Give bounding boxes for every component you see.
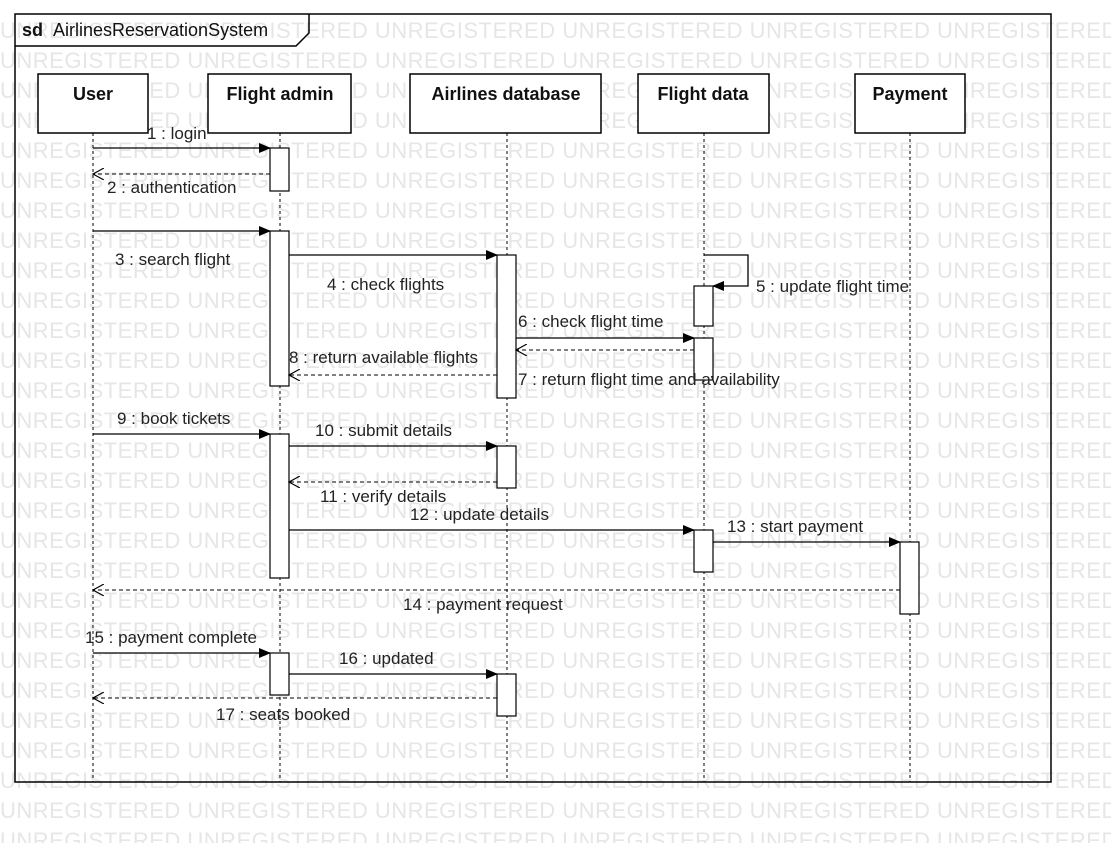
activation-bar bbox=[693, 529, 714, 573]
svg-text:6 : check flight time: 6 : check flight time bbox=[518, 312, 664, 331]
svg-text:7 : return flight time and ava: 7 : return flight time and availability bbox=[518, 370, 780, 389]
message-9: 9 : book tickets bbox=[93, 409, 271, 439]
message-6: 6 : check flight time bbox=[516, 312, 695, 343]
activation-bar bbox=[693, 285, 714, 327]
svg-text:1 : login: 1 : login bbox=[147, 124, 207, 143]
activation-bar bbox=[269, 652, 290, 696]
svg-text:2 : authentication: 2 : authentication bbox=[107, 178, 236, 197]
activation-bar bbox=[496, 445, 517, 489]
message-4: 4 : check flights bbox=[289, 250, 498, 294]
svg-text:10 : submit details: 10 : submit details bbox=[315, 421, 452, 440]
message-17: 17 : seats booked bbox=[93, 698, 497, 724]
message-8: 8 : return available flights bbox=[289, 348, 497, 375]
activation-bar bbox=[269, 147, 290, 192]
interaction-frame bbox=[14, 13, 1052, 783]
message-2: 2 : authentication bbox=[93, 174, 270, 197]
participant-flight-admin[interactable]: Flight admin bbox=[207, 73, 352, 134]
participant-user-label: User bbox=[73, 84, 113, 104]
activation-bar bbox=[899, 541, 920, 615]
frame-name: AirlinesReservationSystem bbox=[53, 20, 268, 40]
message-1: 1 : login bbox=[93, 124, 271, 153]
message-13: 13 : start payment bbox=[713, 517, 901, 547]
svg-text:14 : payment request: 14 : payment request bbox=[403, 595, 563, 614]
participant-user[interactable]: User bbox=[37, 73, 149, 134]
svg-text:3 : search flight: 3 : search flight bbox=[115, 250, 231, 269]
message-10: 10 : submit details bbox=[289, 421, 498, 451]
message-7: 7 : return flight time and availability bbox=[516, 350, 780, 389]
frame-keyword: sd bbox=[22, 20, 43, 40]
activation-bar bbox=[269, 230, 290, 387]
activation-bar bbox=[269, 433, 290, 579]
svg-text:15 : payment complete: 15 : payment complete bbox=[85, 628, 257, 647]
activation-bar bbox=[496, 673, 517, 717]
svg-text:13 : start payment: 13 : start payment bbox=[727, 517, 863, 536]
participant-flight-admin-label: Flight admin bbox=[227, 84, 334, 104]
svg-text:11 : verify details: 11 : verify details bbox=[320, 487, 446, 506]
message-14: 14 : payment request bbox=[93, 590, 900, 614]
participant-payment[interactable]: Payment bbox=[854, 73, 966, 134]
participant-flight-data[interactable]: Flight data bbox=[637, 73, 770, 134]
svg-text:12 : update details: 12 : update details bbox=[410, 505, 549, 524]
svg-text:5 : update flight time: 5 : update flight time bbox=[756, 277, 909, 296]
svg-text:8 : return available flights: 8 : return available flights bbox=[289, 348, 478, 367]
participant-flight-data-label: Flight data bbox=[658, 84, 750, 104]
message-16: 16 : updated bbox=[289, 649, 498, 679]
frame-tab bbox=[15, 14, 310, 47]
participant-airlines-database[interactable]: Airlines database bbox=[409, 73, 602, 134]
svg-text:16 : updated: 16 : updated bbox=[339, 649, 434, 668]
activation-bar bbox=[496, 254, 517, 399]
message-12: 12 : update details bbox=[289, 505, 695, 535]
message-15: 15 : payment complete bbox=[85, 628, 271, 658]
message-11: 11 : verify details bbox=[289, 482, 497, 506]
activation-bar bbox=[693, 337, 714, 381]
participant-payment-label: Payment bbox=[872, 84, 947, 104]
message-3: 3 : search flight bbox=[93, 226, 271, 269]
message-5: 5 : update flight time bbox=[704, 254, 909, 296]
svg-text:9 : book tickets: 9 : book tickets bbox=[117, 409, 230, 428]
svg-text:17 : seats booked: 17 : seats booked bbox=[216, 705, 350, 724]
svg-text:4 : check flights: 4 : check flights bbox=[327, 275, 444, 294]
participant-airlines-database-label: Airlines database bbox=[431, 84, 580, 104]
